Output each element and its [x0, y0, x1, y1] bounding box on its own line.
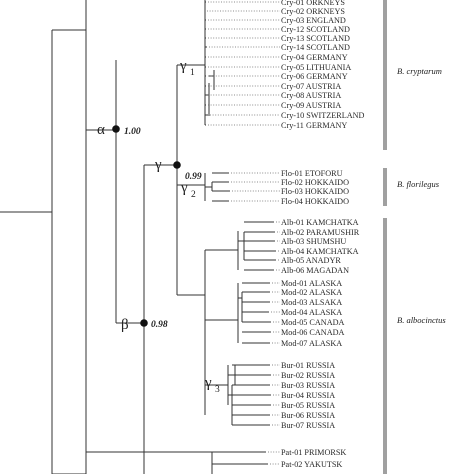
- taxon-label: Alb-06 MAGADAN: [281, 266, 349, 275]
- taxon-label: Cry-01 ORKNEYS: [281, 0, 345, 7]
- group-bar: [383, 168, 387, 206]
- node-gamma-dot: [173, 161, 181, 169]
- taxon-label: Alb-04 KAMCHATKA: [281, 247, 359, 256]
- taxon-label: Cry-05 LITHUANIA: [281, 63, 351, 72]
- taxon-label: Bur-02 RUSSIA: [281, 371, 335, 380]
- group-labels: B. cryptarum B. florilegus B. albocinctus: [397, 66, 446, 325]
- node-beta-support: 0.98: [151, 320, 168, 330]
- group-bar: [383, 0, 387, 150]
- taxon-label: Mod-03 ALSAKA: [281, 298, 342, 307]
- taxon-label: Cry-02 ORKNEYS: [281, 7, 345, 16]
- taxon-label: Mod-05 CANADA: [281, 318, 345, 327]
- group-bars: [383, 0, 387, 474]
- node-gamma1-sub: 1: [190, 68, 195, 78]
- node-gamma2: γ 2: [180, 180, 196, 200]
- taxon-label: Mod-01 ALASKA: [281, 279, 342, 288]
- taxon-label: Cry-04 GERMANY: [281, 53, 348, 62]
- taxon-label: Cry-14 SCOTLAND: [281, 43, 350, 52]
- node-gamma3-sub: 3: [215, 385, 220, 395]
- group-name: B. florilegus: [397, 179, 440, 189]
- node-gamma-label: γ: [154, 157, 162, 173]
- node-gamma3: γ 3: [204, 375, 220, 395]
- taxon-label: Alb-03 SHUMSHU: [281, 237, 346, 246]
- taxon-label: Cry-10 SWITZERLAND: [281, 111, 365, 120]
- taxon-label: Mod-07 ALASKA: [281, 339, 342, 348]
- taxon-label: Bur-04 RUSSIA: [281, 391, 335, 400]
- taxon-label: Cry-08 AUSTRIA: [281, 91, 341, 100]
- taxon-label: Flo-04 HOKKAIDO: [281, 197, 349, 206]
- group-name: B. albocinctus: [397, 315, 446, 325]
- node-gamma-support: 0.99: [185, 172, 202, 182]
- taxon-label: Flo-02 HOKKAIDO: [281, 178, 349, 187]
- taxon-label: Alb-02 PARAMUSHIR: [281, 228, 360, 237]
- taxon-label: Cry-07 AUSTRIA: [281, 82, 341, 91]
- taxon-label: Cry-09 AUSTRIA: [281, 101, 341, 110]
- taxon-label: Cry-13 SCOTLAND: [281, 34, 350, 43]
- taxon-label: Cry-03 ENGLAND: [281, 16, 346, 25]
- node-gamma1-label: γ: [179, 58, 187, 74]
- node-beta: β 0.98: [121, 317, 168, 333]
- taxon-label: Flo-03 HOKKAIDO: [281, 187, 349, 196]
- taxon-label: Pat-01 PRIMORSK: [281, 448, 346, 457]
- node-beta-dot: [140, 319, 148, 327]
- group-bar: [383, 218, 387, 474]
- node-alpha-label: α: [97, 122, 105, 138]
- node-alpha-dot: [112, 125, 120, 133]
- tree-branches: [0, 0, 276, 474]
- node-gamma1: γ 1: [179, 58, 195, 78]
- taxon-label: Mod-02 ALASKA: [281, 288, 342, 297]
- node-gamma: γ 0.99: [154, 157, 202, 182]
- taxon-label: Bur-01 RUSSIA: [281, 361, 335, 370]
- node-gamma2-label: γ: [180, 180, 188, 196]
- taxon-label: Flo-01 ETOFORU: [281, 169, 343, 178]
- taxon-label: Cry-12 SCOTLAND: [281, 25, 350, 34]
- taxon-label: Bur-03 RUSSIA: [281, 381, 335, 390]
- node-alpha-support: 1.00: [124, 127, 141, 137]
- node-gamma2-sub: 2: [191, 190, 196, 200]
- taxon-label: Cry-11 GERMANY: [281, 121, 347, 130]
- taxon-label: Alb-01 KAMCHATKA: [281, 218, 359, 227]
- node-alpha: α 1.00: [97, 122, 141, 138]
- taxon-label: Bur-07 RUSSIA: [281, 421, 335, 430]
- taxon-label: Alb-05 ANADYR: [281, 256, 341, 265]
- taxon-label: Bur-06 RUSSIA: [281, 411, 335, 420]
- taxon-label: Cry-06 GERMANY: [281, 72, 348, 81]
- leader-dots: [207, 1, 280, 465]
- taxon-label: Pat-02 YAKUTSK: [281, 460, 342, 469]
- taxon-label: Mod-06 CANADA: [281, 328, 345, 337]
- group-name: B. cryptarum: [397, 66, 442, 76]
- taxon-label: Mod-04 ALASKA: [281, 308, 342, 317]
- taxon-label: Bur-05 RUSSIA: [281, 401, 335, 410]
- node-gamma3-label: γ: [204, 375, 212, 391]
- node-beta-label: β: [121, 317, 129, 333]
